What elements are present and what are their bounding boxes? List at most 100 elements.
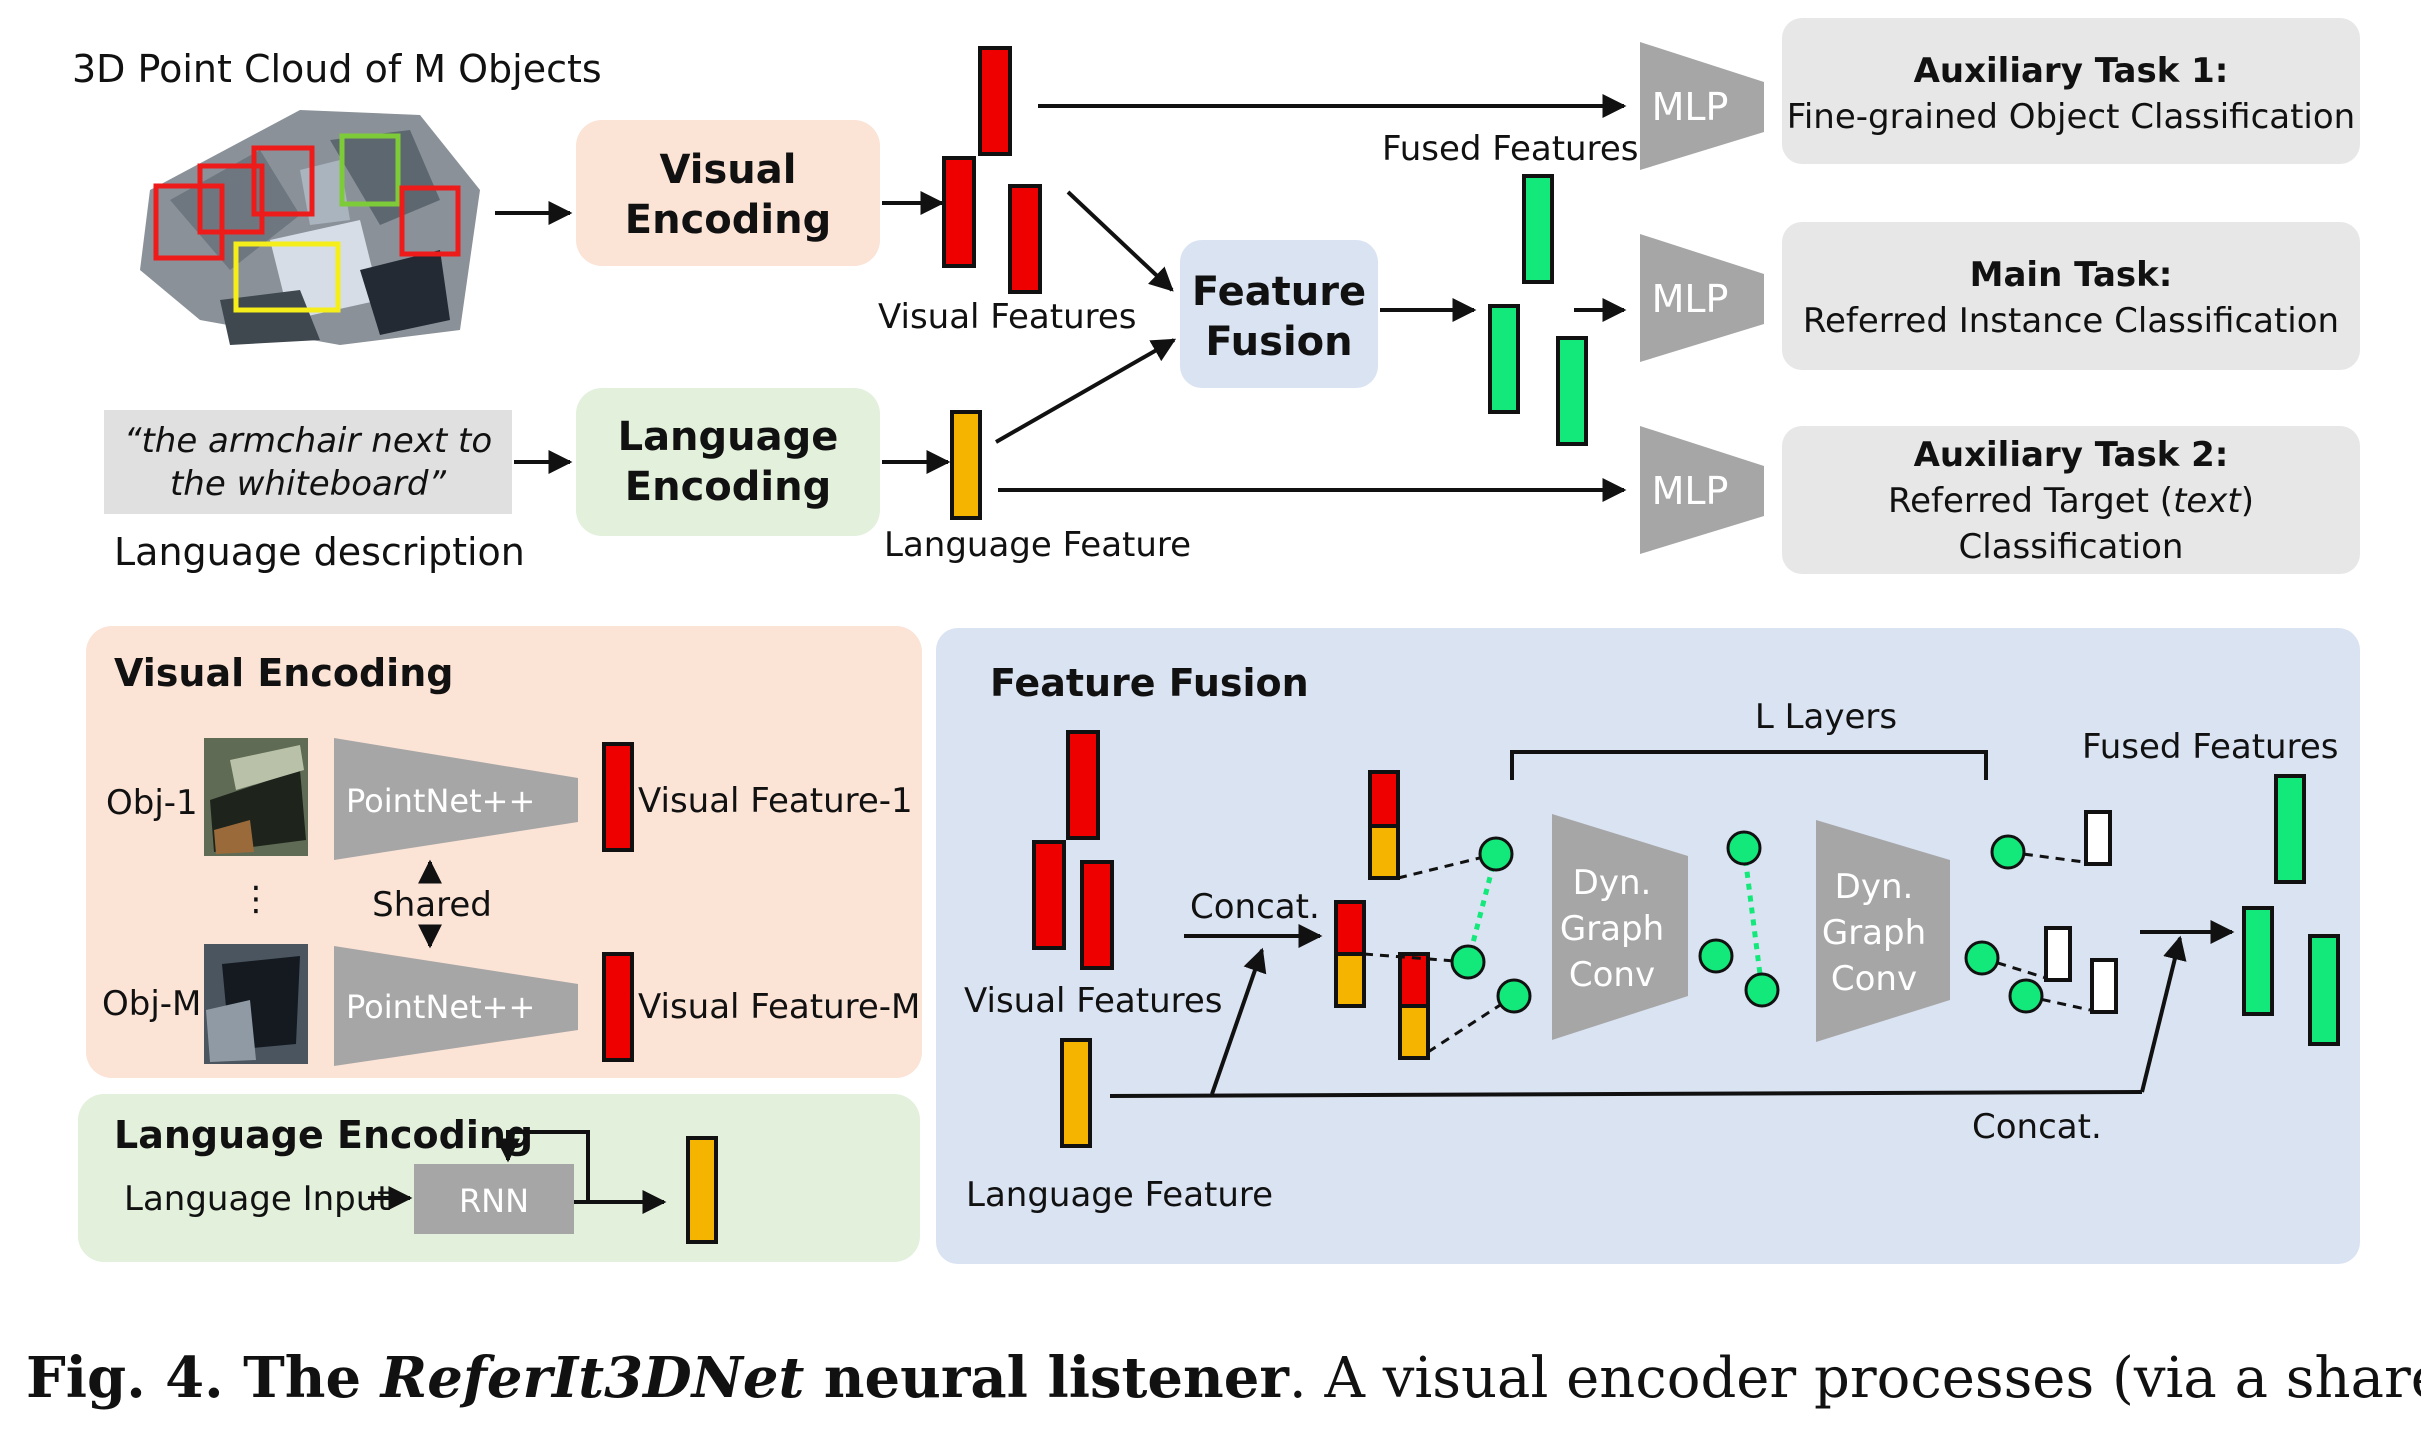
figure-caption: Fig. 4. The ReferIt3DNet neural listener…	[26, 1345, 2421, 1411]
graph-node	[1990, 834, 2026, 870]
rnn-label: RNN	[459, 1182, 529, 1220]
visual-encoding-line1: Visual	[660, 147, 797, 193]
visual-feature-m-bar	[602, 952, 634, 1062]
aux-task-2-box	[1782, 426, 2360, 574]
dots-label: ⋮	[239, 879, 273, 919]
language-feature-bar	[950, 410, 982, 520]
quote-line1: “the armchair next to	[124, 421, 492, 461]
dgc-label-2: Graph	[1822, 913, 1926, 953]
language-encoding-panel-title: Language Encoding	[114, 1113, 533, 1157]
aux-task-1-title: Auxiliary Task 1:	[1914, 51, 2229, 91]
caption-rest: . A visual encoder processes (via a shar…	[1288, 1346, 2421, 1411]
fusion-fused-features-label: Fused Features	[2082, 727, 2338, 767]
concat-feature-pair	[1398, 952, 1430, 1060]
visual-feature-1-bar	[602, 742, 634, 852]
arrow-vf-to-fusion	[1066, 190, 1174, 292]
caption-fig: Fig. 4. The	[26, 1345, 381, 1411]
language-encoding-line2: Encoding	[625, 464, 831, 510]
language-concat-branch-1	[1210, 947, 1267, 1095]
concat-label-2: Concat.	[1972, 1107, 2102, 1147]
fusion-visual-features-label: Visual Features	[964, 981, 1223, 1021]
obj-m-thumbnail	[204, 944, 308, 1064]
obj-1-thumbnail	[204, 738, 308, 856]
arrow-lf-to-fusion	[995, 338, 1177, 444]
aux-task-2-text-line2: Classification	[1959, 527, 2184, 567]
graph-node	[1726, 830, 1762, 866]
visual-encoding-line2: Encoding	[625, 197, 831, 243]
main-task-box	[1782, 222, 2360, 370]
visual-feature-bar	[978, 46, 1012, 156]
dgc-label-1: Dyn.	[1835, 867, 1914, 907]
fusion-fused-bar	[2274, 774, 2306, 884]
caption-bold-rest: neural listener	[804, 1345, 1289, 1411]
fusion-language-bar	[1060, 1038, 1092, 1148]
dyn-graph-conv-block	[1552, 814, 1688, 1040]
node-link-dashed	[2025, 994, 2091, 1012]
language-concat-branch-2	[2140, 935, 2187, 1093]
pointnet-label: PointNet++	[346, 782, 535, 820]
rnn-recurrence-arrow	[496, 1130, 590, 1202]
fusion-visual-bar	[1066, 730, 1100, 840]
node-link-dashed	[2007, 850, 2085, 864]
graph-node	[1744, 972, 1780, 1008]
shared-label: Shared	[372, 885, 492, 925]
visual-feature-bar	[942, 156, 976, 268]
visual-encoding-box	[576, 120, 880, 266]
pointcloud-label: 3D Point Cloud of M Objects	[72, 47, 602, 91]
concat-feature-pair	[1368, 770, 1400, 880]
language-input-label: Language Input	[124, 1179, 391, 1219]
language-feature-label: Language Feature	[884, 525, 1191, 565]
fused-feature-bar	[1488, 304, 1520, 414]
dgc-label-1: Dyn.	[1573, 863, 1652, 903]
mlp-block	[1640, 426, 1764, 554]
caption-model-name: ReferIt3DNet	[380, 1345, 805, 1411]
language-encoding-line1: Language	[618, 414, 839, 460]
mlp-label: MLP	[1652, 85, 1729, 129]
language-concat-line	[1109, 1090, 2143, 1098]
l-layers-label: L Layers	[1755, 697, 1897, 737]
output-node-bar	[2090, 958, 2118, 1014]
graph-node	[1450, 944, 1486, 980]
dgc-label-3: Conv	[1569, 955, 1655, 995]
output-node-bar	[2044, 926, 2072, 982]
concat-feature-pair	[1334, 900, 1366, 1008]
aux-task-1-text: Fine-grained Object Classification	[1787, 97, 2355, 137]
aux-task-2-text: Referred Target (text)	[1888, 481, 2254, 521]
language-feature-out-bar	[686, 1136, 718, 1244]
visual-feature-1-label: Visual Feature-1	[638, 781, 913, 821]
visual-features-label: Visual Features	[878, 297, 1137, 337]
main-task-title: Main Task:	[1970, 255, 2173, 295]
visual-feature-m-label: Visual Feature-M	[638, 987, 920, 1027]
dgc-label-2: Graph	[1560, 909, 1664, 949]
feature-fusion-line1: Feature	[1192, 269, 1366, 315]
obj-1-label: Obj-1	[106, 783, 198, 823]
mlp-block	[1640, 234, 1764, 362]
fusion-visual-bar	[1032, 840, 1066, 950]
output-node-bar	[2084, 810, 2112, 866]
graph-node	[1478, 836, 1514, 872]
node-link-dashed	[1981, 956, 2047, 980]
l-layers-bracket	[1510, 750, 1988, 780]
dgc-label-3: Conv	[1831, 959, 1917, 999]
pointnet-block	[334, 738, 578, 860]
dyn-graph-conv-block	[1816, 820, 1950, 1042]
fusion-language-feature-label: Language Feature	[966, 1175, 1273, 1215]
mlp-label: MLP	[1652, 277, 1729, 321]
graph-node	[1496, 978, 1532, 1014]
quote-box	[104, 410, 512, 514]
language-description-label: Language description	[114, 530, 525, 574]
fused-feature-bar	[1522, 174, 1554, 284]
graph-node	[1698, 938, 1734, 974]
feature-fusion-panel-title: Feature Fusion	[990, 661, 1309, 705]
feature-fusion-line2: Fusion	[1205, 319, 1352, 365]
fused-features-label: Fused Features	[1382, 129, 1638, 169]
fusion-fused-bar	[2308, 934, 2340, 1046]
language-encoding-box	[576, 388, 880, 536]
aux-task-1-box	[1782, 18, 2360, 164]
graph-node	[1964, 940, 2000, 976]
point-cloud-image	[140, 110, 480, 345]
visual-encoding-panel-title: Visual Encoding	[114, 651, 453, 695]
aux-task-2-title: Auxiliary Task 2:	[1914, 435, 2229, 475]
mlp-label: MLP	[1652, 469, 1729, 513]
